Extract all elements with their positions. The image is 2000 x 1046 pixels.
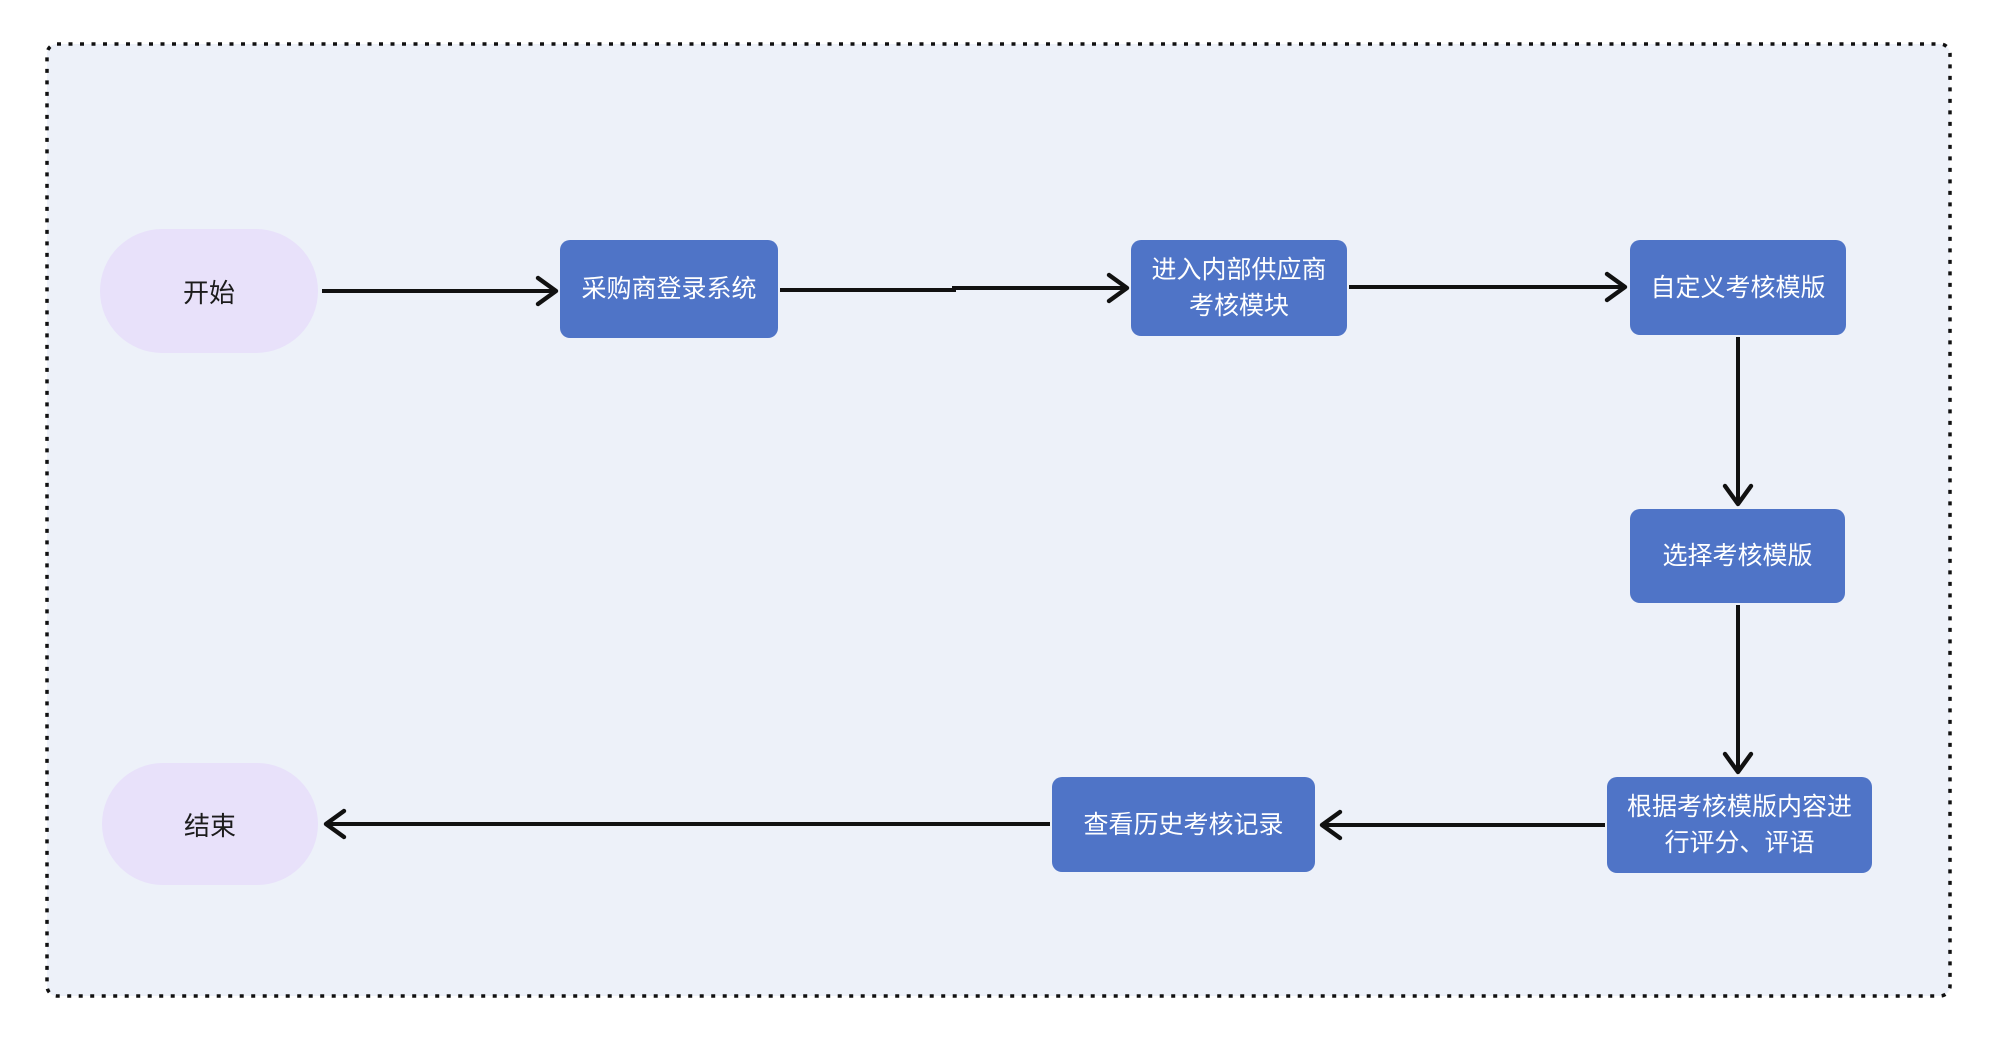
process-node-custom-template-label: 自定义考核模版 — [1650, 273, 1826, 302]
process-node-view-history[interactable]: 查看历史考核记录 — [1052, 777, 1315, 872]
canvas-dotted-border — [45, 42, 1952, 998]
process-node-enter-module-label: 进入内部供应商考核模块 — [1151, 256, 1327, 320]
start-node[interactable]: 开始 — [100, 229, 318, 353]
end-node-label: 结束 — [183, 810, 236, 841]
process-node-login-label: 采购商登录系统 — [581, 275, 757, 303]
process-node-custom-template[interactable]: 自定义考核模版 — [1630, 240, 1846, 335]
flowchart-canvas — [45, 42, 1952, 998]
start-node-label: 开始 — [182, 277, 235, 308]
process-node-view-history-label: 查看历史考核记录 — [1083, 810, 1284, 839]
end-node[interactable]: 结束 — [102, 763, 318, 885]
process-node-select-template-label: 选择考核模版 — [1662, 542, 1813, 570]
process-node-score-comment-label: 根据考核模版内容进行评分、评语 — [1626, 793, 1852, 857]
process-node-select-template[interactable]: 选择考核模版 — [1630, 509, 1845, 603]
process-node-score-comment[interactable]: 根据考核模版内容进行评分、评语 — [1607, 777, 1872, 873]
process-node-login[interactable]: 采购商登录系统 — [560, 240, 778, 338]
process-node-enter-module[interactable]: 进入内部供应商考核模块 — [1131, 240, 1347, 336]
